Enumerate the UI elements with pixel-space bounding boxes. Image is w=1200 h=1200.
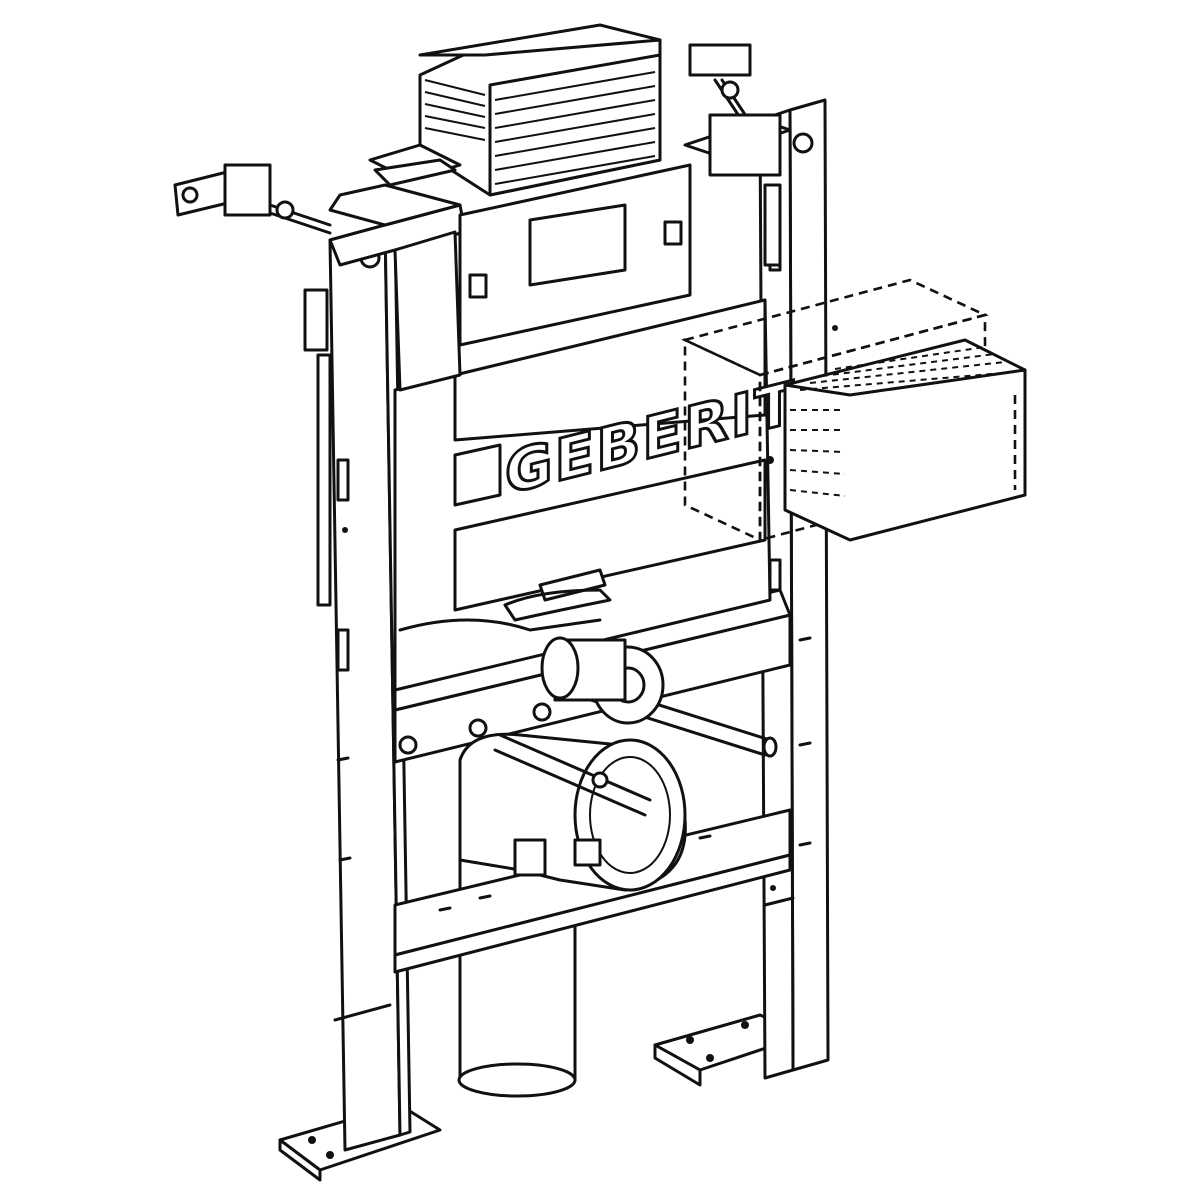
- cistern-lid-tray: [368, 143, 462, 187]
- water-supply-connector: [540, 636, 778, 758]
- right-wall-bracket: [688, 43, 782, 177]
- flush-bend-bracket: [398, 568, 612, 632]
- optional-accessory-box: [681, 278, 1027, 543]
- left-wall-bracket: [173, 163, 332, 235]
- actuator-frame: [458, 163, 692, 347]
- cistern-body: [393, 298, 772, 692]
- right-side-clips: [763, 183, 782, 267]
- wc-connection-bend: [458, 732, 687, 892]
- left-side-clips: [303, 288, 332, 607]
